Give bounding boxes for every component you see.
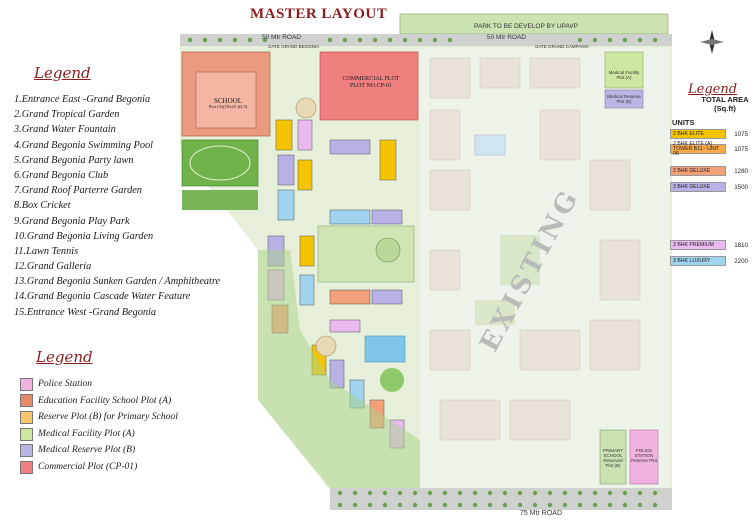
legend-item: 5.Grand Begonia Party lawn — [14, 154, 134, 166]
amenities-legend-title: Legend — [34, 64, 91, 82]
legend-item: 3.Grand Water Fountain — [14, 124, 116, 136]
plot-legend-label: Reserve Plot (B) for Primary School — [38, 411, 178, 423]
plot-legend-item: Police Station — [20, 376, 178, 393]
bottom-road — [330, 488, 672, 510]
unit-type-label: 3 BHK LUXURY — [670, 256, 726, 266]
legend-item: 10.Grand Begonia Living Garden — [14, 230, 154, 242]
legend-item: 6.Grand Begonia Club — [14, 169, 109, 181]
unit-area-value: 1810 — [734, 241, 748, 249]
primary-school-plot — [599, 429, 627, 485]
unit-legend-row: 2 BHK ELITE (A) TOWER B11 - UNIT 06 1075 — [670, 141, 750, 156]
unit-area-value: 1075 — [734, 130, 748, 138]
legend-item: 4.Grand Begonia Swimming Pool — [14, 139, 154, 151]
unit-area-value: 1075 — [734, 145, 748, 153]
legend-swatch — [20, 377, 33, 391]
unit-type-label: 3 BHK PREMIUM — [670, 240, 726, 250]
area-unit-header: (Sq.ft) — [714, 103, 736, 113]
police-label: POLICE STATION Reserve Plot — [631, 448, 657, 463]
primary-school-label: PRIMARY SCHOOL Reserved Plot (B) — [602, 448, 624, 468]
unit-area-value: 2200 — [734, 257, 748, 265]
fountain — [315, 335, 337, 357]
existing-buildings — [429, 57, 641, 441]
unit-legend-row: 3 BHK DELUXE 1500 — [670, 181, 750, 193]
unit-legend-row: 3 BHK PREMIUM 1810 — [670, 239, 750, 251]
medical-plot-b — [604, 89, 644, 109]
plot-legend-label: Police Station — [38, 378, 93, 389]
playground — [181, 139, 259, 187]
legend-swatch — [20, 410, 33, 424]
school-subtitle: Plot (A)(10x25 )(2.5) — [208, 104, 248, 109]
medical-b-label: Medical Reserve Plot (B) — [607, 94, 641, 104]
unit-type-label: 3 BHK DELUXE — [670, 182, 726, 192]
units-legend-header: TOTAL AREA (Sq.ft) — [700, 95, 750, 113]
amenities-legend: 1.Entrance East -Grand Begonia 2.Grand T… — [14, 92, 220, 320]
medical-a-label: Medical Facility Plot (A) — [608, 70, 640, 80]
unit-legend-row: 2 BHK ELITE 1075 — [670, 128, 750, 140]
plot-legend-item: Education Facility School Plot (A) — [20, 393, 178, 410]
unit-area-value: 1280 — [734, 167, 748, 175]
medical-plot-a — [604, 51, 644, 89]
legend-swatch — [20, 460, 33, 474]
commercial-subtitle: PLOT NO.CP-01 — [350, 83, 392, 89]
plot-legend-label: Medical Reserve Plot (B) — [38, 444, 136, 456]
legend-item: 12.Grand Galleria — [14, 261, 92, 273]
plots-legend: Police Station Education Facility School… — [20, 376, 178, 476]
legend-item: 14.Grand Begonia Cascade Water Feature — [14, 291, 191, 303]
top-road-label: 50 Mtr ROAD — [487, 34, 527, 41]
top-road-trees — [187, 37, 658, 43]
legend-item: 1.Entrance East -Grand Begonia — [14, 94, 151, 105]
unit-legend-row: 3 BHK LUXURY 2200 — [670, 255, 750, 267]
unit-type-label: 2 BHK ELITE — [670, 129, 726, 139]
legend-item: 8.Box Cricket — [14, 200, 71, 212]
unit-type-label: 2 BHK DELUXE — [670, 166, 726, 176]
legend-item: 11.Lawn Tennis — [14, 245, 79, 257]
unit-type-label: 2 BHK ELITE (A) TOWER B11 - UNIT 06 — [670, 141, 726, 156]
top-road — [180, 34, 672, 46]
legend-swatch — [20, 427, 33, 441]
top-road-left-label: 50 Mtr ROAD — [262, 34, 302, 41]
gate-right-label: GATE GRAND CAMPANIA — [535, 44, 589, 49]
legend-item: 7.Grand Roof Parterre Garden — [14, 185, 142, 197]
units-column-header: UNITS — [672, 118, 695, 127]
legend-item: 9.Grand Begonia Play Park — [14, 215, 130, 227]
police-station-plot — [629, 429, 659, 485]
plot-legend-item: Medical Reserve Plot (B) — [20, 442, 178, 459]
commercial-title: COMMERCIAL PLOT — [342, 76, 400, 82]
unit-legend-row: 2 BHK DELUXE 1280 — [670, 165, 750, 177]
plot-legend-item: Reserve Plot (B) for Primary School — [20, 409, 178, 426]
plot-legend-label: Education Facility School Plot (A) — [38, 394, 172, 406]
legend-item: 13.Grand Begonia Sunken Garden / Amphith… — [14, 276, 221, 288]
legend-swatch — [20, 394, 33, 408]
swimming-pool — [364, 335, 406, 363]
north-compass — [700, 30, 724, 54]
playground-2 — [182, 190, 258, 210]
plot-legend-label: Commercial Plot (CP-01) — [38, 460, 138, 472]
page-title: MASTER LAYOUT — [250, 6, 388, 22]
bottom-road-trees — [337, 490, 658, 508]
commercial-label: COMMERCIAL PLOT PLOT NO.CP-01 — [326, 76, 416, 90]
park-label: PARK TO BE DEVELOP BY UPAVP — [474, 23, 578, 30]
school-label: SCHOOL Plot (A)(10x25 )(2.5) — [200, 98, 256, 110]
plot-legend-item: Commercial Plot (CP-01) — [20, 459, 178, 476]
gate-left-label: GATE GRAND BEGONIA — [268, 44, 320, 49]
plot-legend-item: Medical Facility Plot (A) — [20, 426, 178, 443]
commercial-plot — [319, 51, 419, 121]
school-title: SCHOOL — [213, 97, 242, 105]
plots-legend-title: Legend — [36, 348, 93, 366]
units-legend-title: Legend — [688, 82, 738, 97]
party-lawn — [380, 368, 404, 392]
legend-item: 2.Grand Tropical Garden — [14, 109, 120, 121]
legend-item: 15.Entrance West -Grand Begonia — [14, 306, 157, 318]
plot-legend-label: Medical Facility Plot (A) — [38, 427, 135, 439]
bottom-road-label: 75 Mtr ROAD — [520, 510, 563, 517]
legend-swatch — [20, 444, 33, 458]
area-header: TOTAL AREA — [701, 95, 749, 104]
unit-area-value: 1500 — [734, 183, 748, 191]
